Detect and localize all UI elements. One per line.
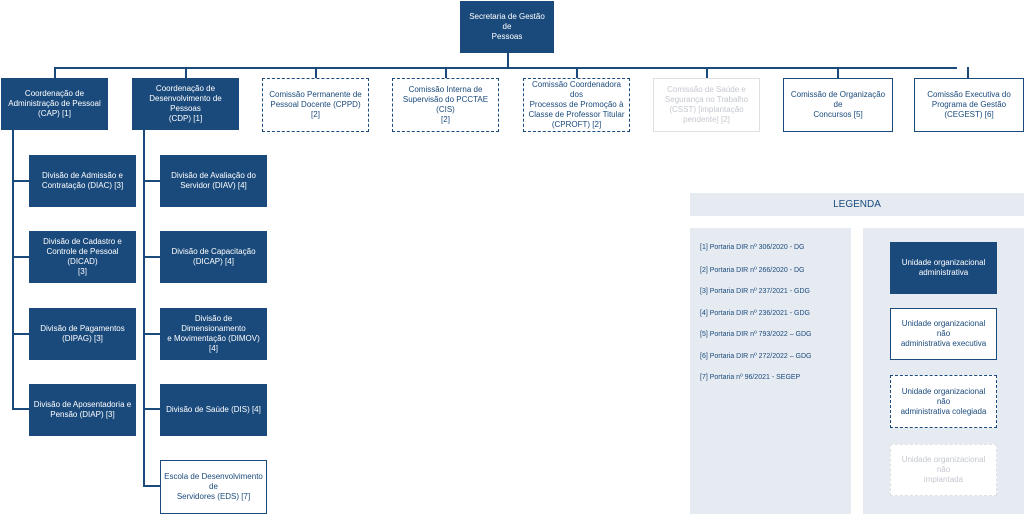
connector-cdp-branch-4: [143, 408, 160, 410]
connector-cdp-drop: [185, 67, 187, 79]
legend-reference-3: [3] Portaria DIR nº 237/2021 - GDG: [700, 288, 810, 295]
connector-cdp-branch-1: [143, 180, 160, 182]
connector-concursos-drop: [837, 67, 839, 79]
connector-cap-branch-2: [12, 256, 29, 258]
connector-cap-drop: [54, 67, 56, 79]
connector-cap-branch-1: [12, 180, 29, 182]
org-node-eds[interactable]: Escola de Desenvolvimento de Servidores …: [160, 460, 267, 514]
connector-csst-drop: [706, 67, 708, 79]
connector-cap-branch-4: [12, 408, 29, 410]
connector-cis-drop: [445, 67, 447, 79]
org-node-dipag[interactable]: Divisão de Pagamentos (DIPAG) [3]: [29, 308, 136, 360]
legend-key-administrativa: Unidade organizacional administrativa: [890, 242, 997, 294]
legend-reference-5: [5] Portaria DIR nº 793/2022 – GDG: [700, 331, 812, 338]
org-node-secretaria[interactable]: Secretaria de Gestão de Pessoas: [460, 1, 554, 53]
connector-cdp-trunk: [143, 130, 145, 486]
legend-key-executiva: Unidade organizacional não administrativ…: [890, 308, 997, 360]
org-node-dis[interactable]: Divisão de Saúde (DIS) [4]: [160, 384, 267, 436]
connector-cdp-branch-5: [143, 485, 160, 487]
org-node-dimov[interactable]: Divisão de Dimensionamento e Movimentaçã…: [160, 308, 267, 360]
connector-cap-branch-3: [12, 333, 29, 335]
org-node-cdp[interactable]: Coordenação de Desenvolvimento de Pessoa…: [132, 78, 239, 130]
legend-reference-4: [4] Portaria DIR nº 236/2021 - GDG: [700, 310, 810, 317]
org-node-diac[interactable]: Divisão de Admissão e Contratação (DIAC)…: [29, 155, 136, 207]
connector-cdp-branch-3: [143, 333, 160, 335]
org-node-csst[interactable]: Comissão de Saúde e Segurança no Trabalh…: [653, 78, 760, 132]
org-node-diap[interactable]: Divisão de Aposentadoria e Pensão (DIAP)…: [29, 384, 136, 436]
legend-reference-7: [7] Portaria nº 96/2021 - SEGEP: [700, 374, 801, 381]
org-node-dicad[interactable]: Divisão de Cadastro e Controle de Pessoa…: [29, 231, 136, 283]
org-node-diav[interactable]: Divisão de Avaliação do Servidor (DIAV) …: [160, 155, 267, 207]
connector-level1-bus: [54, 67, 957, 69]
legend-key-nao-implantada: Unidade organizacional não implantada: [890, 444, 997, 496]
connector-cap-trunk: [12, 130, 14, 409]
org-node-dicap[interactable]: Divisão de Capacitação (DICAP) [4]: [160, 231, 267, 283]
org-node-cppd[interactable]: Comissão Permanente de Pessoal Docente (…: [262, 78, 369, 132]
legend-title: LEGENDA: [690, 193, 1024, 216]
org-node-cis[interactable]: Comissão Interna de Supervisão do PCCTAE…: [392, 78, 499, 132]
org-node-cproft[interactable]: Comissão Coordenadora dos Processos de P…: [523, 78, 630, 132]
connector-root-down: [507, 53, 509, 68]
legend-reference-1: [1] Portaria DIR nº 306/2020 - DG: [700, 244, 805, 251]
org-node-concursos[interactable]: Comissão de Organização de Concursos [5]: [783, 78, 893, 132]
org-node-cegest[interactable]: Comissão Executiva do Programa de Gestão…: [914, 78, 1024, 132]
connector-cdp-branch-2: [143, 256, 160, 258]
connector-cproft-drop: [576, 67, 578, 79]
legend-reference-2: [2] Portaria DIR nº 266/2020 - DG: [700, 267, 805, 274]
legend-reference-6: [6] Portaria DIR nº 272/2022 – GDG: [700, 353, 812, 360]
connector-cppd-drop: [315, 67, 317, 79]
legend-key-colegiada: Unidade organizacional não administrativ…: [890, 375, 997, 428]
connector-cegest-drop: [967, 67, 969, 79]
org-node-cap[interactable]: Coordenação de Administração de Pessoal …: [1, 78, 108, 130]
legend-references-panel: [690, 228, 851, 514]
